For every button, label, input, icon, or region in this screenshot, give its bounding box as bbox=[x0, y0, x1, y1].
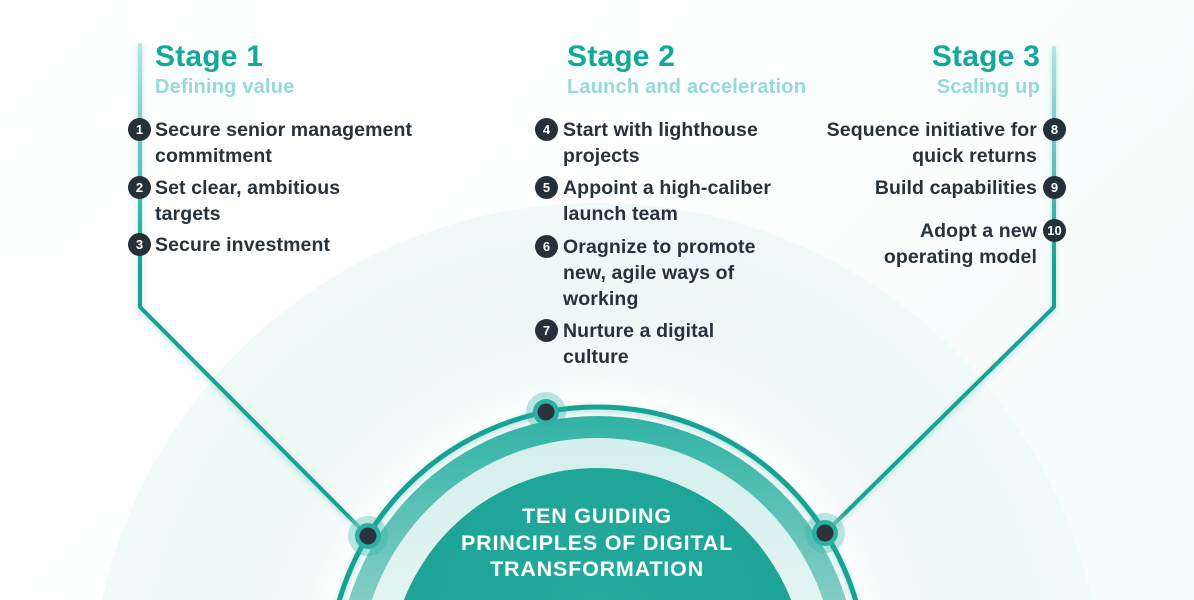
stage-3-title: Stage 3 bbox=[931, 40, 1040, 73]
outer-white-glow-ring bbox=[320, 389, 875, 600]
item-10-text: Adopt a new operating model bbox=[883, 220, 1037, 268]
item-9-text: Build capabilities bbox=[874, 177, 1037, 199]
item-7-text: Nurture a digital culture bbox=[563, 320, 715, 368]
stage-3-node bbox=[805, 513, 845, 553]
stage-2-title: Stage 2 bbox=[567, 40, 676, 73]
item-6-text: Oragnize to promote new, agile ways of w… bbox=[563, 236, 756, 310]
stage-1-subtitle: Defining value bbox=[155, 76, 295, 98]
stage-2-subtitle: Launch and acceleration bbox=[567, 76, 807, 98]
item-1-text: Secure senior management commitment bbox=[155, 119, 413, 167]
item-8-badge: 8 bbox=[1043, 118, 1066, 141]
item-2-badge: 2 bbox=[128, 176, 151, 199]
item-2-text: Set clear, ambitious targets bbox=[155, 177, 341, 225]
item-7-badge: 7 bbox=[535, 319, 558, 342]
item-9-badge: 9 bbox=[1043, 176, 1066, 199]
item-6-badge: 6 bbox=[535, 235, 558, 258]
stage-2-node bbox=[526, 392, 566, 432]
item-5-badge: 5 bbox=[535, 176, 558, 199]
item-3-text: Secure investment bbox=[155, 234, 331, 256]
item-1-badge: 1 bbox=[128, 118, 151, 141]
item-8-text: Sequence initiative for quick returns bbox=[826, 119, 1037, 167]
item-5-text: Appoint a high-caliber launch team bbox=[563, 177, 772, 225]
center-title: TEN GUIDING PRINCIPLES OF DIGITAL TRANSF… bbox=[460, 504, 734, 581]
item-10-badge: 10 bbox=[1043, 219, 1066, 242]
item-4-text: Start with lighthouse projects bbox=[563, 119, 758, 167]
stage-1-node bbox=[348, 516, 388, 556]
stage-3-subtitle: Scaling up bbox=[936, 76, 1040, 98]
stage-1-title: Stage 1 bbox=[155, 40, 264, 73]
item-4-badge: 4 bbox=[535, 118, 558, 141]
center-solid-circle bbox=[403, 468, 792, 600]
item-3-badge: 3 bbox=[128, 233, 151, 256]
outer-stroke-circle bbox=[336, 404, 859, 600]
